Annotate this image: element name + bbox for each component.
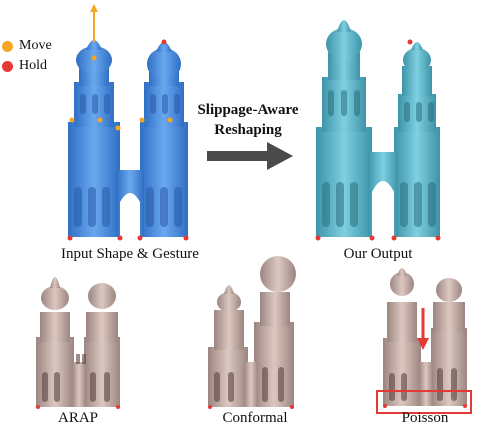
- conformal-result-illustration: [208, 256, 296, 409]
- hold-marker-icon: [2, 60, 13, 72]
- legend-move: Move: [2, 38, 52, 54]
- caption-output: Our Output: [343, 246, 413, 262]
- input-shape-illustration: [67, 4, 189, 241]
- legend-hold: Hold: [2, 58, 47, 74]
- legend-hold-label: Hold: [19, 58, 47, 73]
- poisson-result-illustration: [383, 268, 467, 408]
- poisson-highlight-box: [376, 390, 472, 414]
- output-shape-illustration: [315, 20, 441, 241]
- reshaping-label-line2: Reshaping: [214, 122, 282, 138]
- reshaping-label: Slippage-Aware Reshaping: [188, 100, 308, 140]
- caption-input: Input Shape & Gesture: [61, 246, 199, 262]
- right-arrow-icon: [207, 142, 293, 170]
- caption-poisson: Poisson: [401, 410, 449, 426]
- caption-conformal: Conformal: [222, 410, 288, 426]
- arap-result-illustration: [36, 277, 120, 409]
- move-marker-icon: [2, 40, 13, 52]
- caption-arap: ARAP: [57, 410, 98, 426]
- legend-move-label: Move: [19, 38, 52, 53]
- reshaping-label-line1: Slippage-Aware: [197, 102, 299, 118]
